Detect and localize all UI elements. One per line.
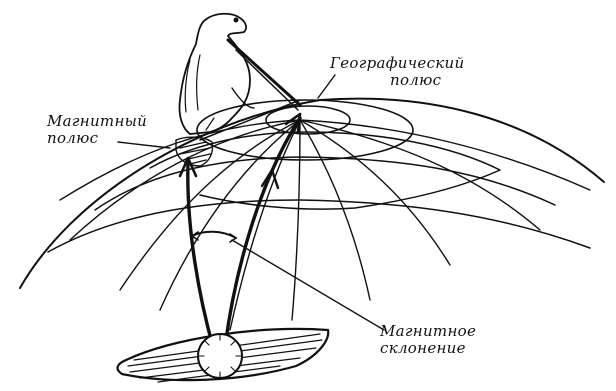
- geographic-pole-label-line2: полюс: [330, 72, 464, 89]
- geographic-pole-label: Географический полюс: [330, 55, 464, 89]
- polar-bear-icon: [179, 14, 254, 134]
- magnetic-pole-label-line1: Магнитный: [47, 113, 147, 130]
- meridians: [60, 120, 590, 330]
- geographic-pole-label-line1: Географический: [330, 55, 464, 72]
- magnetic-arrow: [188, 162, 213, 347]
- magnetic-declination-label: Магнитное склонение: [380, 323, 476, 357]
- declination-arc-head-r: [230, 234, 236, 242]
- magnetic-declination-label-line2: склонение: [380, 340, 476, 357]
- latitude-ring-5: [48, 200, 590, 252]
- magnetic-pole-label: Магнитный полюс: [47, 113, 147, 147]
- compass-icon: [198, 334, 242, 378]
- declination-leader: [232, 240, 384, 330]
- bear-leash-3: [200, 100, 300, 140]
- latitude-ring-2: [197, 100, 413, 160]
- magnetic-declination-label-line1: Магнитное: [380, 323, 476, 340]
- magnetic-pole-label-line2: полюс: [47, 130, 147, 147]
